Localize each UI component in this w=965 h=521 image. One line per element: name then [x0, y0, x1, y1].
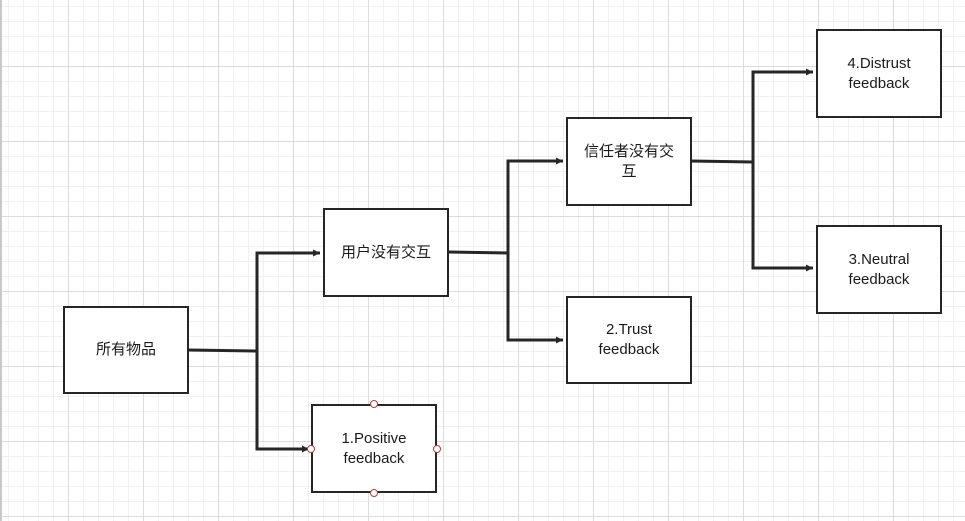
- connector-trustor-to-neutral[interactable]: [751, 162, 813, 272]
- node-positive-feedback-label: 1.Positive feedback: [341, 429, 407, 467]
- node-user-no-interaction[interactable]: 用户没有交互: [323, 208, 449, 297]
- node-neutral-feedback-label: 3.Neutral feedback: [848, 250, 910, 288]
- node-neutral-feedback[interactable]: 3.Neutral feedback: [816, 225, 942, 314]
- node-all-items[interactable]: 所有物品: [63, 306, 189, 394]
- node-user-no-interaction-label: 用户没有交互: [340, 243, 431, 261]
- node-positive-feedback[interactable]: 1.Positive feedback: [311, 404, 437, 493]
- resize-handle-left[interactable]: [307, 445, 315, 453]
- connector-user-split: [448, 250, 509, 255]
- node-trustor-no-interaction-label: 信任者没有交互: [583, 142, 674, 180]
- connector-root-to-user[interactable]: [255, 249, 320, 351]
- connector-user-to-trustor[interactable]: [506, 157, 563, 253]
- node-all-items-label: 所有物品: [95, 341, 156, 358]
- node-trustor-no-interaction[interactable]: 信任者没有交互: [566, 117, 692, 206]
- resize-handle-bottom[interactable]: [370, 489, 378, 497]
- node-trust-feedback-label: 2.Trust feedback: [598, 321, 660, 358]
- node-trust-feedback[interactable]: 2.Trust feedback: [566, 296, 692, 384]
- connector-trustor-split: [690, 159, 754, 164]
- connector-root-to-positive[interactable]: [255, 351, 309, 453]
- resize-handle-top[interactable]: [370, 400, 378, 408]
- canvas-left-border: [0, 0, 2, 521]
- node-distrust-feedback[interactable]: 4.Distrust feedback: [816, 29, 942, 118]
- node-distrust-feedback-label: 4.Distrust feedback: [847, 54, 911, 92]
- connector-user-to-trust[interactable]: [506, 253, 563, 344]
- resize-handle-right[interactable]: [433, 445, 441, 453]
- connector-trustor-to-distrust[interactable]: [751, 68, 813, 162]
- connector-root-split: [188, 348, 258, 353]
